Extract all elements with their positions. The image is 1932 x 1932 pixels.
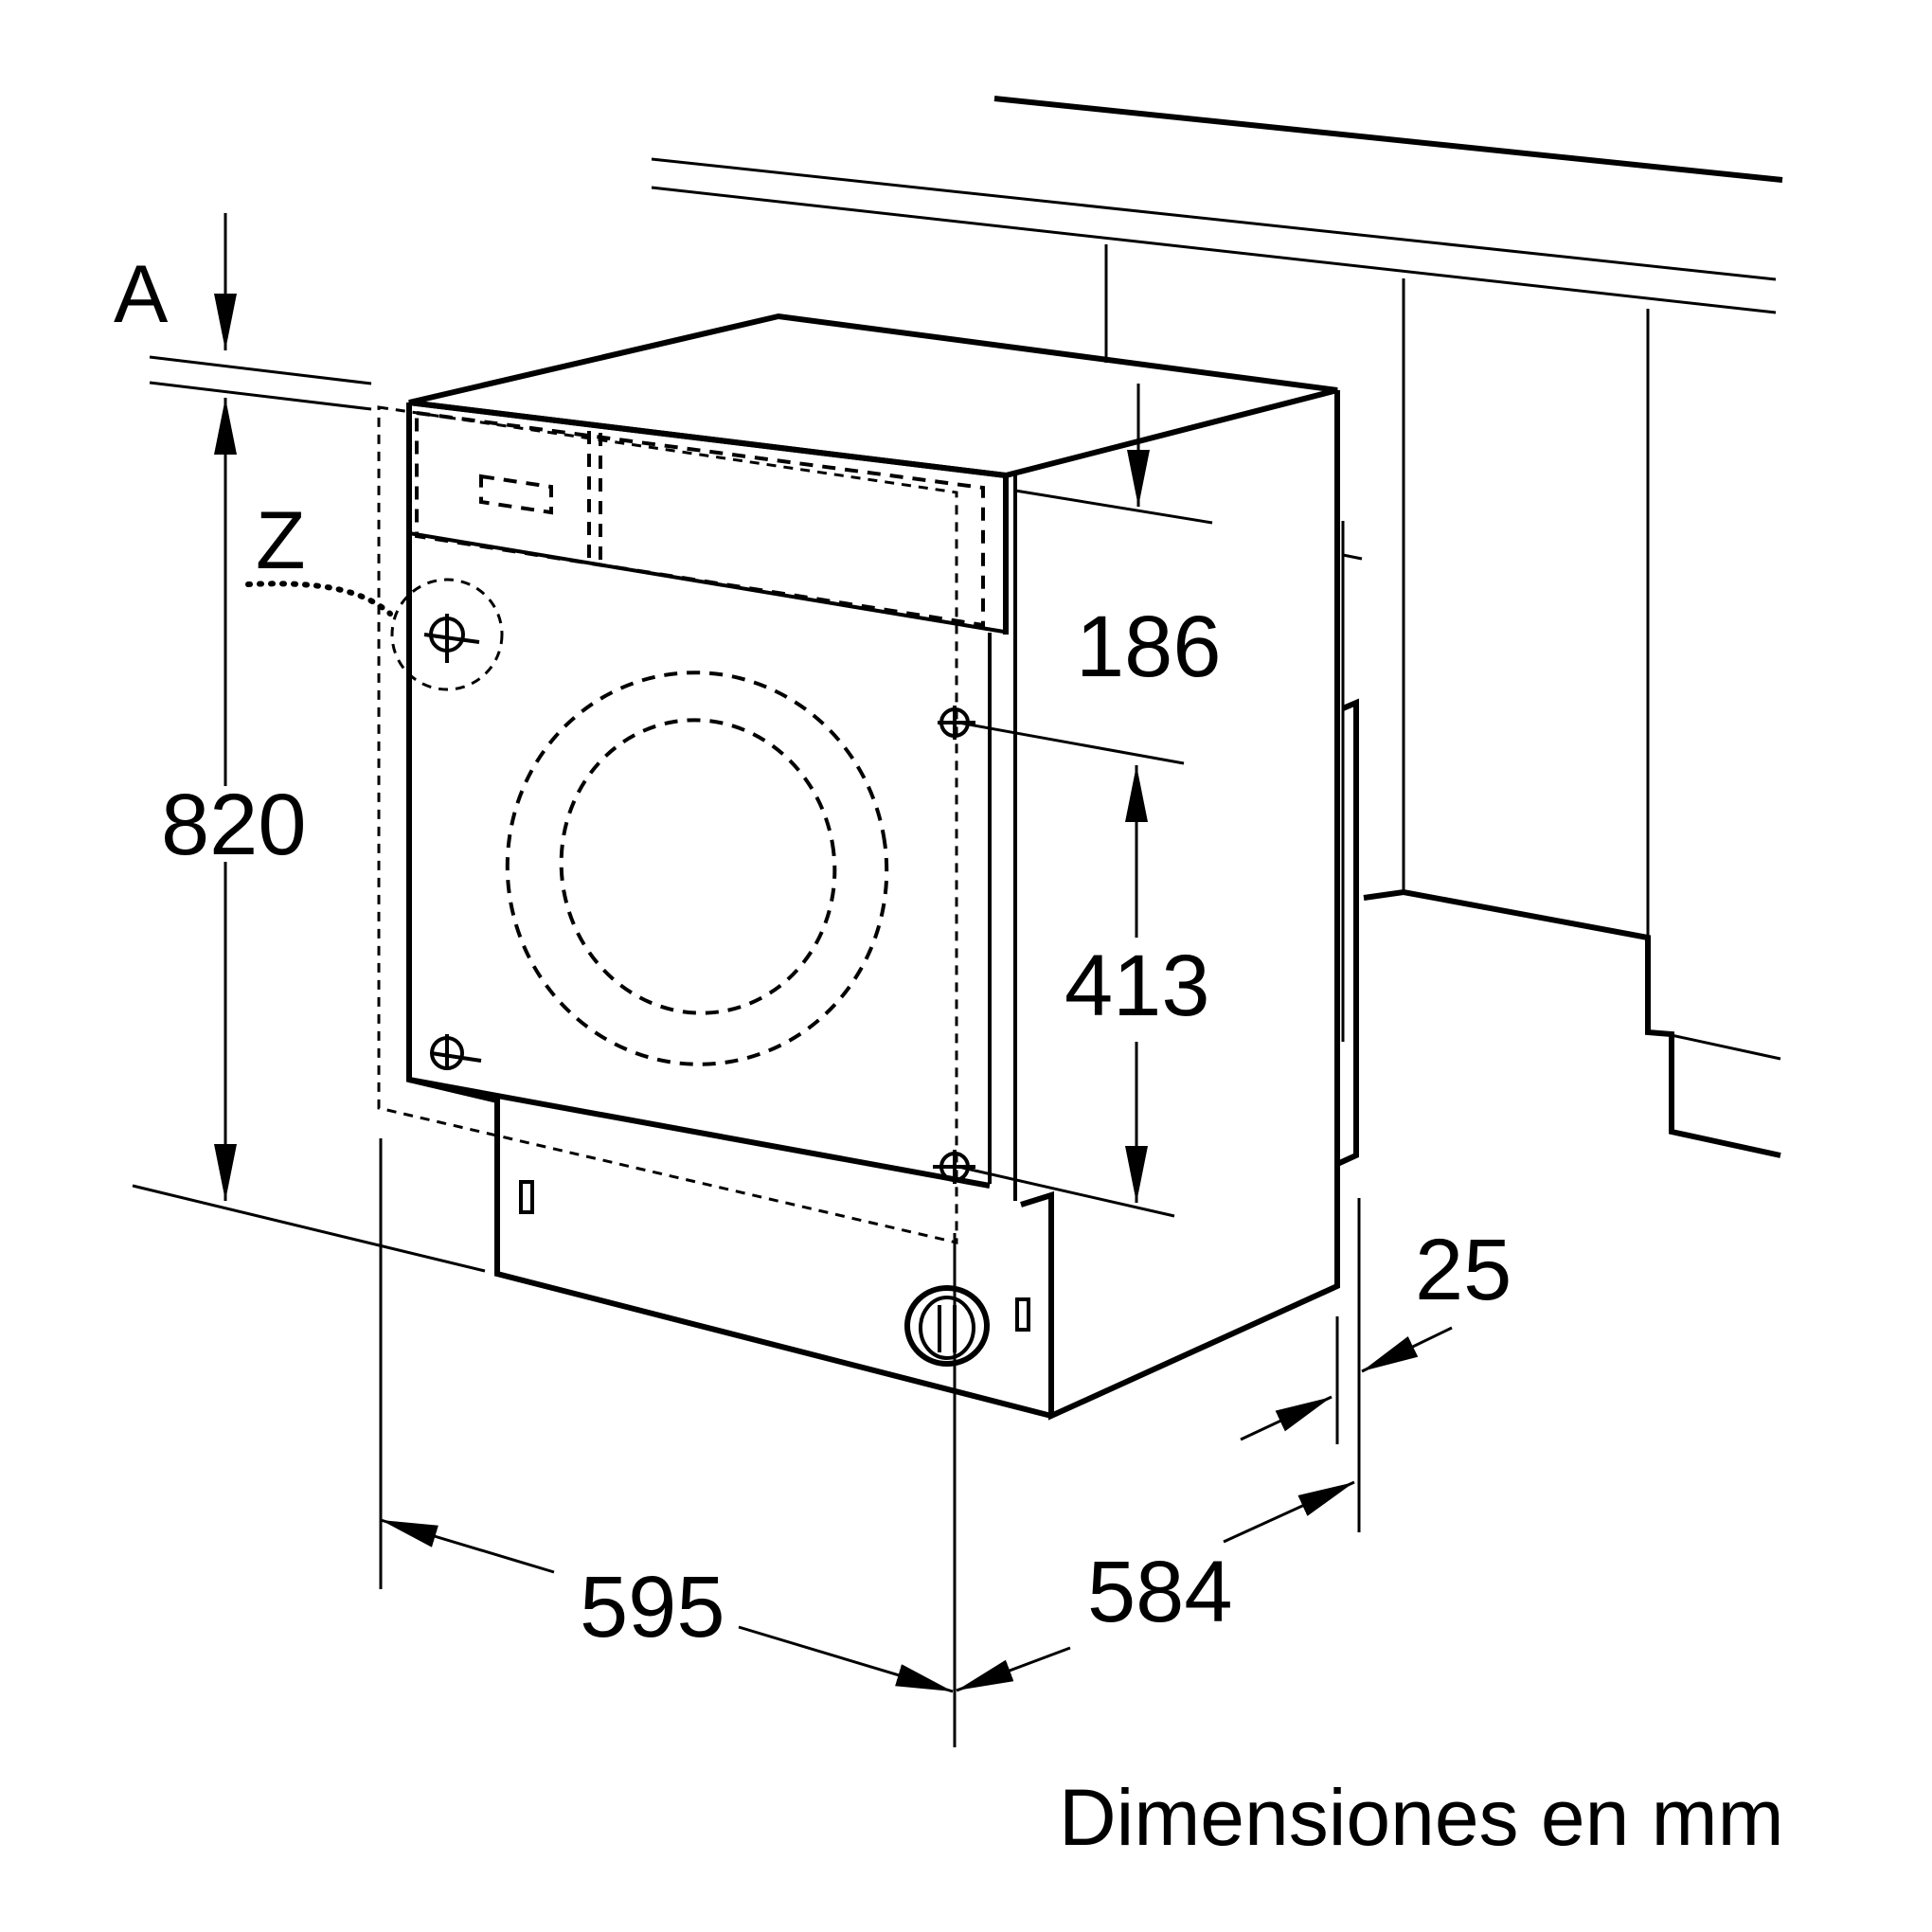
plinth-slot-right (1015, 1297, 1030, 1332)
fixing-marker-lower-left (430, 1034, 482, 1070)
door-outer-ring (505, 671, 889, 1066)
hinge-marker-top (938, 706, 975, 740)
fixing-marker-z (390, 578, 504, 691)
caption-units: Dimensiones en mm (1059, 1773, 1784, 1862)
dimension-413 (957, 721, 1185, 1218)
machine-side-face (1020, 390, 1340, 1421)
dimension-820 (132, 398, 486, 1273)
dimension-820-value: 820 (161, 777, 307, 873)
dimension-186-value: 186 (1076, 599, 1222, 695)
z-leader-line (245, 581, 393, 617)
dimension-595 (379, 1138, 957, 1747)
control-panel-display (479, 474, 553, 515)
plinth-slot-left (519, 1180, 534, 1214)
decor-door-outline (377, 405, 958, 1244)
kitchen-cabinet-outline (651, 96, 1783, 1168)
dimension-186 (1014, 384, 1213, 525)
door-inner-ring (559, 718, 837, 1015)
worktop-reference-lines (149, 355, 372, 411)
washing-machine (377, 313, 1340, 1421)
dimension-584-value: 584 (1087, 1544, 1233, 1640)
dimension-25 (1240, 1198, 1453, 1532)
machine-top-face (408, 313, 1338, 479)
hinge-marker-bottom (933, 1150, 975, 1184)
dimension-25-value: 25 (1415, 1222, 1512, 1318)
drain-pump-cap (904, 1285, 990, 1367)
label-a: A (114, 249, 169, 340)
dimension-584 (956, 1480, 1355, 1692)
label-z: Z (256, 495, 306, 586)
machine-front-outline (406, 402, 1052, 1419)
dimension-595-value: 595 (580, 1559, 725, 1655)
dimension-413-value: 413 (1064, 938, 1210, 1034)
